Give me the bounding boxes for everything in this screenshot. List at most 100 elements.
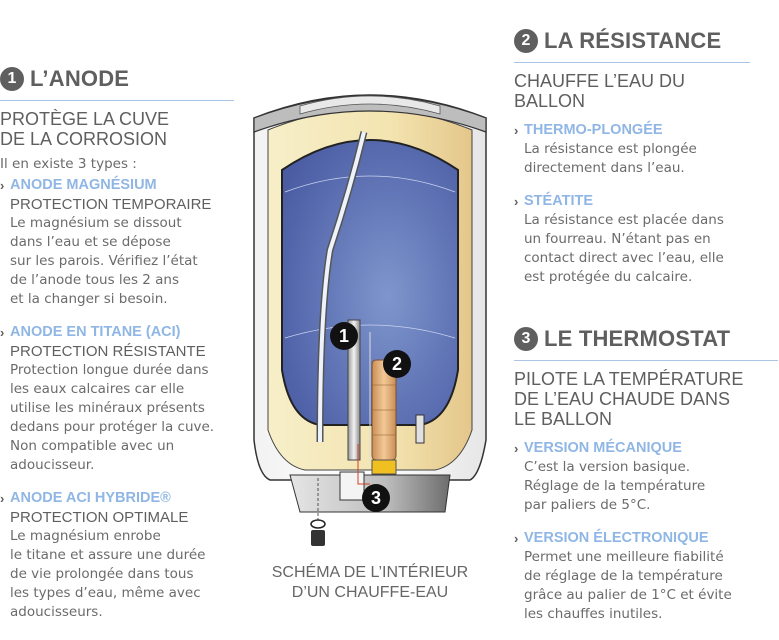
anode-title-text: L’ANODE bbox=[30, 66, 130, 91]
item-name: ANODE ACI HYBRIDE® bbox=[10, 490, 171, 506]
anode-item-hybride: ›ANODE ACI HYBRIDE® PROTECTION OPTIMALE … bbox=[0, 489, 234, 622]
anode-intro: Il en existe 3 types : bbox=[0, 156, 137, 172]
item-body: La résistance est placée dans un fourrea… bbox=[514, 211, 750, 287]
number-1-badge: 1 bbox=[0, 67, 24, 91]
anode-title: 1 L’ANODE bbox=[0, 66, 234, 92]
body-line: Le magnésium enrobe bbox=[10, 528, 161, 544]
chevron-right-icon: › bbox=[514, 441, 519, 456]
subtitle-line: PILOTE LA TEMPÉRATURE bbox=[514, 369, 744, 389]
body-line: Permet une meilleure fiabilité bbox=[524, 549, 724, 565]
anode-item-magnesium: › ANODE MAGNÉSIUM PROTECTION TEMPORAIRE L… bbox=[0, 176, 234, 309]
thermostat-title: 3 LE THERMOSTAT bbox=[514, 326, 778, 352]
body-line: La résistance est placée dans bbox=[524, 212, 724, 228]
item-heading: › ANODE EN TITANE (ACI) bbox=[0, 323, 234, 342]
item-heading: › STÉATITE bbox=[514, 192, 750, 211]
svg-text:1: 1 bbox=[339, 326, 349, 346]
body-line: de réglage de la température bbox=[524, 568, 723, 584]
body-line: directement dans l’eau. bbox=[524, 160, 685, 176]
thermostat-divider bbox=[514, 360, 778, 361]
resistance-item-steatite: › STÉATITE La résistance est placée dans … bbox=[514, 192, 750, 287]
anode-divider bbox=[0, 100, 234, 101]
resistance-subtitle: CHAUFFE L’EAU DU BALLON bbox=[514, 71, 750, 111]
body-line: adoucisseurs. bbox=[10, 604, 103, 620]
item-name: VERSION ÉLECTRONIQUE bbox=[524, 530, 709, 546]
item-protection: PROTECTION TEMPORAIRE bbox=[10, 196, 212, 213]
subtitle-line: CHAUFFE L’EAU DU bbox=[514, 71, 686, 91]
resistance-section: 2 LA RÉSISTANCE CHAUFFE L’EAU DU BALLON … bbox=[514, 28, 750, 301]
anode-item-titane: ›ANODE EN TITANE (ACI) PROTECTION RÉSIST… bbox=[0, 323, 234, 475]
subtitle-line: BALLON bbox=[514, 91, 586, 111]
item-name: VERSION MÉCANIQUE bbox=[524, 440, 682, 456]
chevron-right-icon: › bbox=[0, 491, 5, 506]
body-line: le titane et assure une durée bbox=[10, 547, 206, 563]
item-name: ANODE EN TITANE (ACI) bbox=[10, 324, 181, 340]
item-body: Le magnésium enrobe le titane et assure … bbox=[0, 527, 234, 622]
item-body: Protection longue durée dans les eaux ca… bbox=[0, 361, 234, 475]
body-line: La résistance est plongée bbox=[524, 141, 697, 157]
chevron-right-icon: › bbox=[0, 178, 5, 193]
subtitle-line: DE LA CORROSION bbox=[0, 129, 168, 149]
thermostat-title-text: LE THERMOSTAT bbox=[544, 326, 731, 351]
item-body: Permet une meilleure fiabilité de réglag… bbox=[514, 548, 778, 624]
thermostat-item-mecanique: › VERSION MÉCANIQUE C’est la version basi… bbox=[514, 439, 778, 515]
subtitle-line: DE L’EAU CHAUDE DANS bbox=[514, 389, 731, 409]
chevron-right-icon: › bbox=[514, 194, 519, 209]
body-line: par paliers de 5°C. bbox=[524, 497, 651, 513]
body-line: Réglage de la température bbox=[524, 478, 706, 494]
body-line: C’est la version basique. bbox=[524, 459, 691, 475]
resistance-title-text: LA RÉSISTANCE bbox=[544, 28, 722, 53]
marker-1: 1 bbox=[330, 322, 358, 350]
water-heater-illustration: 1 2 3 bbox=[253, 94, 487, 546]
body-line: utilise les minéraux présents bbox=[10, 400, 205, 416]
body-line: grâce au palier de 1°C et évite bbox=[524, 587, 732, 603]
chevron-right-icon: › bbox=[514, 123, 519, 138]
diagram-caption: SCHÉMA DE L’INTÉRIEUR D’UN CHAUFFE-EAU bbox=[250, 563, 490, 603]
body-line: les eaux calcaires car elle bbox=[10, 381, 185, 397]
resistance-title: 2 LA RÉSISTANCE bbox=[514, 28, 750, 54]
body-line: et la changer si besoin. bbox=[10, 291, 168, 307]
body-line: est protégée du calcaire. bbox=[524, 269, 693, 285]
body-line: un fourreau. N’étant pas en bbox=[524, 231, 711, 247]
body-line: de vie prolongée dans tous bbox=[10, 566, 194, 582]
item-body: C’est la version basique. Réglage de la … bbox=[514, 458, 778, 515]
number-3-badge: 3 bbox=[514, 327, 538, 351]
item-name: THERMO-PLONGÉE bbox=[524, 122, 663, 138]
anode-subtitle: PROTÈGE LA CUVE DE LA CORROSION bbox=[0, 109, 234, 149]
item-protection: PROTECTION OPTIMALE bbox=[10, 509, 189, 526]
marker-3: 3 bbox=[362, 484, 390, 512]
body-line: sur les parois. Vérifiez l’état bbox=[10, 253, 198, 269]
item-heading: › ANODE MAGNÉSIUM bbox=[0, 176, 234, 195]
item-heading: › ANODE ACI HYBRIDE® bbox=[0, 489, 234, 508]
marker-2: 2 bbox=[383, 350, 411, 378]
body-line: les types d’eau, même avec bbox=[10, 585, 201, 601]
body-line: contact direct avec l’eau, elle bbox=[524, 250, 724, 266]
body-line: Protection longue durée dans bbox=[10, 362, 209, 378]
item-heading: › THERMO-PLONGÉE bbox=[514, 121, 750, 140]
number-2-badge: 2 bbox=[514, 29, 538, 53]
chevron-right-icon: › bbox=[514, 531, 519, 546]
body-line: Le magnésium se dissout bbox=[10, 215, 182, 231]
body-line: les chauffes inutiles. bbox=[524, 606, 663, 622]
resistance-divider bbox=[514, 62, 750, 63]
item-name: ANODE MAGNÉSIUM bbox=[10, 177, 157, 193]
caption-line: D’UN CHAUFFE-EAU bbox=[291, 584, 449, 601]
water-heater-diagram: 1 2 3 bbox=[240, 80, 500, 550]
body-line: dans l’eau et se dépose bbox=[10, 234, 171, 250]
item-heading: › VERSION MÉCANIQUE bbox=[514, 439, 778, 458]
chevron-right-icon: › bbox=[0, 325, 5, 340]
thermostat-item-electronique: › VERSION ÉLECTRONIQUE Permet une meilleu… bbox=[514, 529, 778, 624]
thermostat-section: 3 LE THERMOSTAT PILOTE LA TEMPÉRATURE DE… bbox=[514, 326, 778, 638]
body-line: adoucisseur. bbox=[10, 457, 95, 473]
thermostat-subtitle: PILOTE LA TEMPÉRATURE DE L’EAU CHAUDE DA… bbox=[514, 369, 778, 429]
item-heading: › VERSION ÉLECTRONIQUE bbox=[514, 529, 778, 548]
resistance-item-thermo: › THERMO-PLONGÉE La résistance est plongé… bbox=[514, 121, 750, 178]
item-body: La résistance est plongée directement da… bbox=[514, 140, 750, 178]
body-line: de l’anode tous les 2 ans bbox=[10, 272, 180, 288]
svg-text:2: 2 bbox=[392, 354, 402, 374]
subtitle-line: PROTÈGE LA CUVE bbox=[0, 109, 170, 129]
item-name: STÉATITE bbox=[524, 193, 594, 209]
body-line: Non compatible avec un bbox=[10, 438, 175, 454]
anode-section: 1 L’ANODE PROTÈGE LA CUVE DE LA CORROSIO… bbox=[0, 66, 234, 636]
caption-line: SCHÉMA DE L’INTÉRIEUR bbox=[271, 564, 469, 581]
item-body: Le magnésium se dissout dans l’eau et se… bbox=[0, 214, 234, 309]
